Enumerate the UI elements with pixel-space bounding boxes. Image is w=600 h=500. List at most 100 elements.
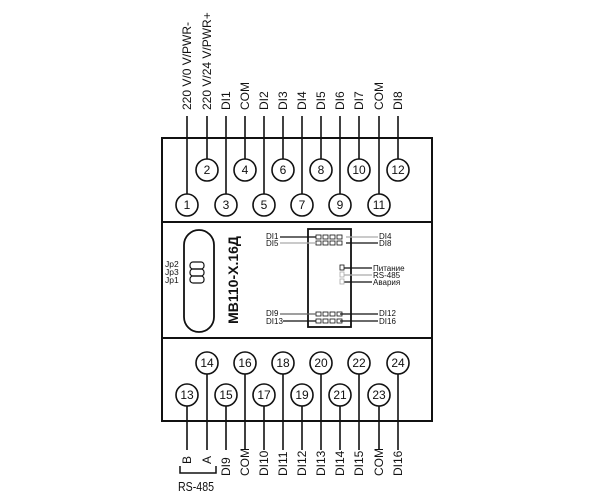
terminal-pin-18[interactable]: 18 [271, 351, 295, 375]
label-led-di1: DI1 [266, 232, 279, 241]
terminal-pin-20[interactable]: 20 [309, 351, 333, 375]
model-label: МВ110-Х.16Д [225, 236, 241, 324]
terminal-pin-3[interactable]: 3 [214, 193, 238, 217]
terminal-pin-13[interactable]: 13 [175, 383, 199, 407]
di-led [322, 240, 329, 246]
rs485-bracket-line [179, 466, 217, 474]
terminal-circle [271, 158, 295, 182]
terminal-label-14: A [200, 456, 214, 464]
terminal-label-19: DI12 [295, 450, 309, 476]
terminal-label-7: DI4 [295, 91, 309, 110]
terminal-label-4: COM [238, 82, 252, 110]
terminal-pin-23[interactable]: 23 [367, 383, 391, 407]
terminal-pin-4[interactable]: 4 [233, 158, 257, 182]
terminal-pin-1[interactable]: 1 [175, 193, 199, 217]
terminal-circle [367, 193, 391, 217]
di-led [322, 234, 329, 240]
label-led-di4: DI4 [379, 232, 392, 241]
terminal-label-2: 220 V/24 V/PWR+ [200, 12, 214, 110]
terminal-label-16: COM [238, 448, 252, 476]
terminal-pin-10[interactable]: 10 [347, 158, 371, 182]
di-led [336, 234, 343, 240]
terminal-pin-8[interactable]: 8 [309, 158, 333, 182]
label-led-di9: DI9 [266, 309, 279, 318]
di-led [329, 311, 336, 317]
di-led [315, 234, 322, 240]
terminal-circle [195, 158, 219, 182]
terminal-pin-15[interactable]: 15 [214, 383, 238, 407]
terminal-pin-5[interactable]: 5 [252, 193, 276, 217]
terminal-number: 3 [223, 198, 230, 212]
terminal-pin-24[interactable]: 24 [386, 351, 410, 375]
terminal-circle [328, 193, 352, 217]
terminal-label-20: DI13 [314, 450, 328, 476]
terminal-label-15: DI9 [219, 457, 233, 476]
terminal-number: 9 [337, 198, 344, 212]
jumper-label-jp1: Jp1 [165, 275, 179, 285]
terminal-number: 11 [373, 198, 386, 212]
terminal-number: 8 [318, 163, 325, 177]
terminal-number: 6 [280, 163, 287, 177]
terminal-circle [271, 351, 295, 375]
di-led [336, 240, 343, 246]
led-rs485 [339, 271, 345, 278]
terminal-pin-11[interactable]: 11 [367, 193, 391, 217]
label-led-di13: DI13 [266, 317, 283, 326]
terminal-label-21: DI14 [333, 450, 347, 476]
terminal-number: 15 [219, 388, 233, 402]
terminal-number: 17 [257, 388, 271, 402]
terminal-label-23: COM [372, 448, 386, 476]
jumper-label-jp3: Jp3 [165, 267, 179, 277]
terminal-circle [309, 351, 333, 375]
di-led [322, 318, 329, 324]
terminal-pin-19[interactable]: 19 [290, 383, 314, 407]
label-led-di8: DI8 [379, 239, 392, 248]
terminal-pin-7[interactable]: 7 [290, 193, 314, 217]
di-led [322, 311, 329, 317]
terminal-pin-9[interactable]: 9 [328, 193, 352, 217]
terminal-pin-22[interactable]: 22 [347, 351, 371, 375]
device-housing [161, 137, 433, 422]
terminal-circle [367, 383, 391, 407]
terminal-circle [233, 158, 257, 182]
terminal-label-17: DI10 [257, 450, 271, 476]
di-led [315, 311, 322, 317]
label-led-di12: DI12 [379, 309, 396, 318]
rs485-bus-label: RS-485 [178, 479, 214, 494]
terminal-circle [175, 383, 199, 407]
terminal-pin-12[interactable]: 12 [386, 158, 410, 182]
terminal-label-13: B [180, 456, 194, 464]
label-led-alarm: Авария [373, 278, 400, 287]
housing-outline [161, 137, 433, 422]
di-led [315, 240, 322, 246]
terminal-pin-16[interactable]: 16 [233, 351, 257, 375]
terminal-label-6: DI3 [276, 91, 290, 110]
jumper-oval [183, 229, 215, 333]
terminal-label-22: DI15 [352, 450, 366, 476]
terminal-label-11: COM [372, 82, 386, 110]
led-alarm [339, 278, 345, 285]
terminal-number: 7 [299, 198, 306, 212]
terminal-label-24: DI16 [391, 450, 405, 476]
terminal-number: 23 [372, 388, 386, 402]
terminal-pin-17[interactable]: 17 [252, 383, 276, 407]
terminal-number: 12 [391, 163, 405, 177]
terminal-pin-21[interactable]: 21 [328, 383, 352, 407]
jumper-label-jp2: Jp2 [165, 259, 179, 269]
terminal-pin-6[interactable]: 6 [271, 158, 295, 182]
terminal-pin-2[interactable]: 2 [195, 158, 219, 182]
terminal-circle [290, 383, 314, 407]
terminal-pin-14[interactable]: 14 [195, 351, 219, 375]
terminal-label-8: DI5 [314, 91, 328, 110]
terminal-label-5: DI2 [257, 91, 271, 110]
di-led [329, 240, 336, 246]
terminal-circle [290, 193, 314, 217]
di-led [329, 318, 336, 324]
rs485-bracket: RS-485 [178, 466, 217, 494]
terminal-circle [309, 158, 333, 182]
terminal-circle [214, 383, 238, 407]
label-led-di16: DI16 [379, 317, 396, 326]
jumper-block: Jp2 Jp3 Jp1 [165, 229, 215, 333]
